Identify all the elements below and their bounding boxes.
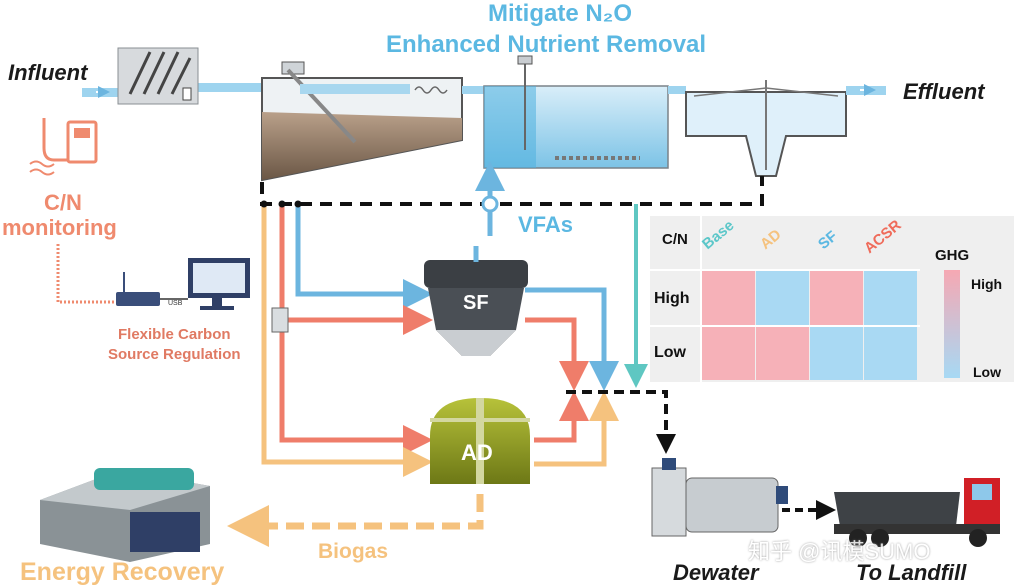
heatmap-cell-low-base [702, 326, 755, 380]
vfas-label: VFAs [518, 212, 574, 237]
fcsr-label-line-1: Flexible Carbon [118, 326, 231, 343]
influent-pipe [82, 83, 262, 98]
fcsr-label-line-2: Source Regulation [108, 346, 241, 363]
dewater-unit [651, 458, 788, 537]
monitoring-label: monitoring [2, 215, 117, 240]
cn-sensor-icon [29, 118, 98, 176]
title-line-2: Enhanced Nutrient Removal [386, 31, 707, 58]
secondary-clarifier [668, 80, 886, 177]
ghg-legend-low: Low [973, 364, 1001, 380]
heatmap-cell-high-sf [810, 271, 863, 325]
ad-digester [430, 398, 530, 484]
heatmap-cell-high-acsr [864, 271, 917, 325]
bar-screen [117, 47, 199, 105]
heatmap-cells [702, 271, 917, 380]
controller-icon [116, 272, 188, 306]
truck-icon [834, 478, 1000, 547]
ghg-legend-title: GHG [935, 247, 970, 264]
cn-signal-line [56, 244, 116, 304]
ghg-heatmap [650, 216, 1014, 382]
heatmap-cell-low-acsr [864, 326, 917, 380]
sf-label: SF [463, 292, 489, 314]
heatmap-cell-high-base [702, 271, 755, 325]
ad-label: AD [461, 440, 493, 465]
heatmap-cell-low-ad [756, 326, 809, 380]
energy-recovery-label: Energy Recovery [20, 558, 225, 586]
heatmap-row-high: High [654, 290, 690, 307]
heatmap-cell-high-ad [756, 271, 809, 325]
cn-label: C/N [44, 190, 82, 215]
ghg-legend-bar [944, 270, 960, 378]
usb-label: USB [168, 300, 183, 307]
title-line-1: Mitigate N₂O [488, 0, 632, 27]
heatmap-cell-low-sf [810, 326, 863, 380]
to-landfill-label: To Landfill [856, 560, 967, 585]
dewater-label: Dewater [673, 560, 759, 585]
flow-lines [227, 161, 836, 547]
computer-monitor-icon [188, 258, 250, 310]
biogas-label: Biogas [318, 540, 389, 563]
influent-label: Influent [8, 60, 88, 85]
primary-clarifier [261, 61, 484, 182]
heatmap-corner-label: C/N [662, 231, 688, 248]
generator-icon [40, 468, 210, 562]
heatmap-row-low: Low [654, 344, 686, 361]
aeration-tank [483, 55, 669, 169]
watermark: 知乎 @讯模SUMO [748, 539, 931, 564]
sf-reactor [424, 246, 528, 356]
effluent-label: Effluent [903, 79, 985, 104]
ghg-legend-high: High [971, 276, 1003, 292]
